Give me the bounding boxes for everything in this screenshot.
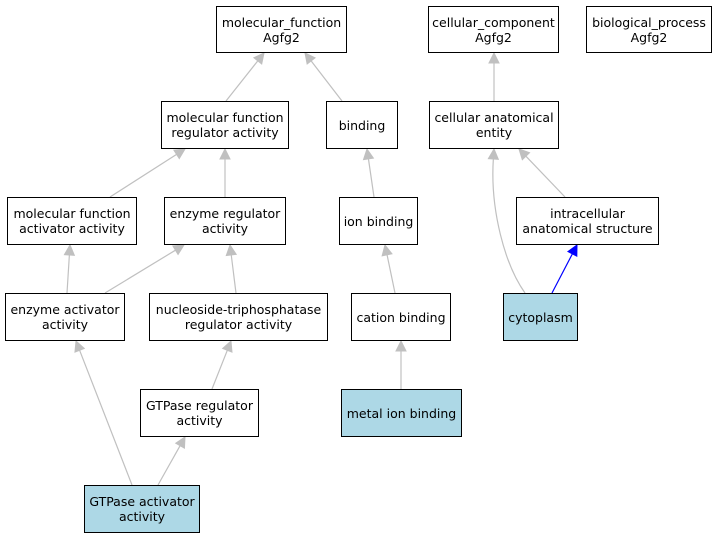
edge-line [230,254,237,294]
edge-arrowhead [225,243,238,257]
node-cytoplasm[interactable]: cytoplasm [503,293,578,341]
node-label-line: GTPase activator [89,494,195,509]
node-label-line: activity [176,413,223,428]
edge-line [104,249,176,294]
edge-line [551,253,573,294]
node-label-line: molecular function [166,110,284,125]
edge-arrowhead [74,339,86,353]
node-molecular-function-activator-activity[interactable]: molecular function activator activity [7,197,137,245]
node-label-line: cellular_component [432,14,555,30]
node-cation-binding[interactable]: cation binding [351,293,451,341]
node-label-line: cytoplasm [508,309,573,325]
node-label-line: nucleoside-triphosphatase [155,302,322,317]
edge-arrowhead [518,148,531,161]
node-label-line: regulator activity [171,125,279,140]
edge-line [79,350,133,486]
edge-arrowhead [362,147,375,161]
edge-arrowhead [566,244,578,257]
node-label-line: Agfg2 [475,29,512,45]
edge-line [211,350,228,390]
edge-arrowhead [174,436,186,449]
node-label-line: ion binding [343,213,414,229]
node-label-line: molecular_function [221,14,342,30]
node-molecular-function-root[interactable]: molecular_function Agfg2 [216,6,347,53]
node-label-line: activity [118,509,166,524]
node-label-line: molecular function [13,206,131,221]
node-label-line: activity [41,317,89,332]
node-label-line: Agfg2 [630,29,668,45]
node-label-line: intracellular [550,206,625,221]
edge-line [492,158,526,294]
edge-line [386,254,396,294]
node-nucleoside-triphosphatase-regulator-activity[interactable]: nucleoside-triphosphatase regulator acti… [149,293,328,341]
node-cellular-component-root[interactable]: cellular_component Agfg2 [428,6,559,53]
edge-line [66,254,70,294]
node-label-line: anatomical structure [522,221,653,236]
node-label-line: enzyme activator [10,302,120,317]
edge-arrowhead [221,339,233,353]
node-label-line: binding [338,117,386,133]
node-binding[interactable]: binding [326,101,398,149]
edge-line [225,60,259,102]
node-metal-ion-binding[interactable]: metal ion binding [341,389,462,437]
node-label-line: biological_process [592,14,706,30]
edge-arrowhead [381,243,393,257]
node-biological-process-root[interactable]: biological_process Agfg2 [586,6,712,53]
node-label-line: GTPase regulator [146,398,253,413]
edge-arrowhead [252,52,265,65]
edge-arrowhead [172,244,185,256]
node-label-line: activator activity [19,221,125,236]
node-label-line: metal ion binding [346,405,457,421]
node-intracellular-anatomical-structure[interactable]: intracellular anatomical structure [516,197,659,245]
node-molecular-function-regulator-activity[interactable]: molecular function regulator activity [161,101,289,149]
edge-arrowhead [395,339,407,352]
edge-arrowhead [219,147,231,160]
node-label-line: cellular anatomical [434,110,554,125]
edge-arrowhead [487,147,500,160]
edge-line [109,153,177,198]
node-label-line: Agfg2 [263,29,300,45]
node-label-line: cation binding [356,309,446,325]
node-gtpase-regulator-activity[interactable]: GTPase regulator activity [140,389,259,437]
node-label-line: enzyme regulator [169,206,281,221]
edge-line [525,155,566,198]
node-cellular-anatomical-entity[interactable]: cellular anatomical entity [429,101,559,149]
edge-line [157,445,181,486]
node-label-line: regulator activity [184,317,293,332]
edge-arrowhead [488,51,500,64]
node-enzyme-regulator-activity[interactable]: enzyme regulator activity [164,197,286,245]
node-enzyme-activator-activity[interactable]: enzyme activator activity [5,293,125,341]
node-ion-binding[interactable]: ion binding [339,197,418,245]
node-gtpase-activator-activity[interactable]: GTPase activator activity [84,485,200,533]
node-label-line: activity [201,221,249,236]
edge-arrowhead [63,243,76,256]
edge-line [310,60,343,102]
edge-line [367,158,375,198]
edge-arrowhead [304,52,317,65]
edge-arrowhead [173,148,186,160]
node-label-line: entity [475,125,513,140]
